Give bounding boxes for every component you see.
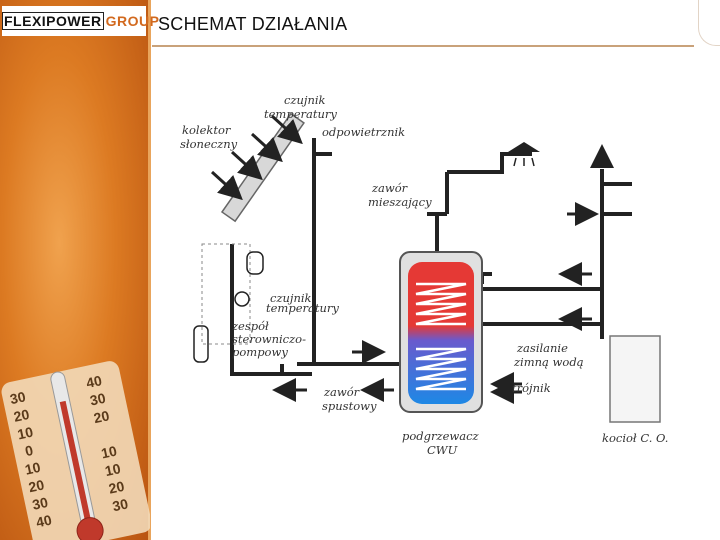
label-mixing-valve: zawór	[371, 181, 409, 195]
scale-left-label: 30	[31, 494, 50, 513]
label-pump-group: pompowy	[232, 345, 288, 359]
scale-left-label: 10	[23, 459, 42, 478]
label-water-heater: CWU	[427, 443, 458, 457]
label-mixing-valve: mieszający	[368, 195, 432, 209]
sidebar-divider	[148, 0, 151, 540]
label-cold-water: zimną wodą	[513, 355, 584, 369]
label-pump-group: sterowniczo-	[232, 332, 306, 346]
logo-text-flexipower: FLEXIPOWER	[2, 12, 104, 30]
scale-right-label: 10	[100, 442, 119, 461]
corner-decoration	[698, 0, 720, 46]
flow-arrows	[272, 144, 614, 404]
scale-left-label: 20	[27, 476, 46, 495]
label-cold-water: zasilanie	[516, 341, 568, 355]
label-boiler: kocioł C. O.	[602, 431, 668, 445]
water-heater-tank	[399, 251, 483, 413]
label-drain-valve: spustowy	[322, 399, 377, 413]
scale-left-label: 20	[12, 406, 31, 425]
label-collector: słoneczny	[180, 137, 238, 151]
sun-ray-arrows	[210, 114, 303, 201]
central-heating-boiler	[609, 335, 661, 423]
company-logo: FLEXIPOWER GROUP	[2, 6, 159, 36]
solar-heating-diagram: kolektor słoneczny czujnik temperatury o…	[172, 94, 678, 479]
scale-left-label: 40	[35, 512, 54, 531]
scale-left-label: 30	[8, 388, 27, 407]
label-collector: kolektor	[182, 123, 232, 137]
diagram-labels: kolektor słoneczny czujnik temperatury o…	[180, 94, 668, 457]
scale-left-label: 10	[16, 424, 35, 443]
label-drain-valve: zawór	[323, 385, 361, 399]
shower-head-icon	[508, 142, 540, 167]
scale-left-label: 0	[24, 442, 35, 459]
pump-group	[193, 243, 264, 363]
label-temp-sensor: temperatury	[264, 107, 337, 121]
logo-text-group: GROUP	[105, 13, 160, 29]
label-water-heater: podgrzewacz	[402, 429, 480, 443]
scale-right-label: 20	[107, 478, 126, 497]
label-temp-sensor-2: czujnik	[270, 291, 312, 305]
solar-collector	[220, 112, 305, 223]
scale-right-label: 30	[88, 390, 107, 409]
label-air-vent: odpowietrznik	[322, 125, 405, 139]
scale-right-label: 40	[85, 372, 104, 391]
title-underline	[152, 45, 694, 47]
slide-title: SCHEMAT DZIAŁANIA	[158, 14, 348, 34]
label-temp-sensor: czujnik	[284, 94, 326, 107]
label-tee: trójnik	[512, 381, 551, 395]
scale-right-label: 30	[111, 495, 130, 514]
label-temp-sensor-2: temperatury	[266, 301, 339, 315]
thermometer-illustration: 30 20 10 0 10 20 30 40 40 30 20 10 10 20…	[1, 361, 150, 540]
scale-right-label: 10	[103, 460, 122, 479]
label-pump-group: zespół	[231, 319, 269, 333]
scale-right-label: 20	[92, 407, 111, 426]
